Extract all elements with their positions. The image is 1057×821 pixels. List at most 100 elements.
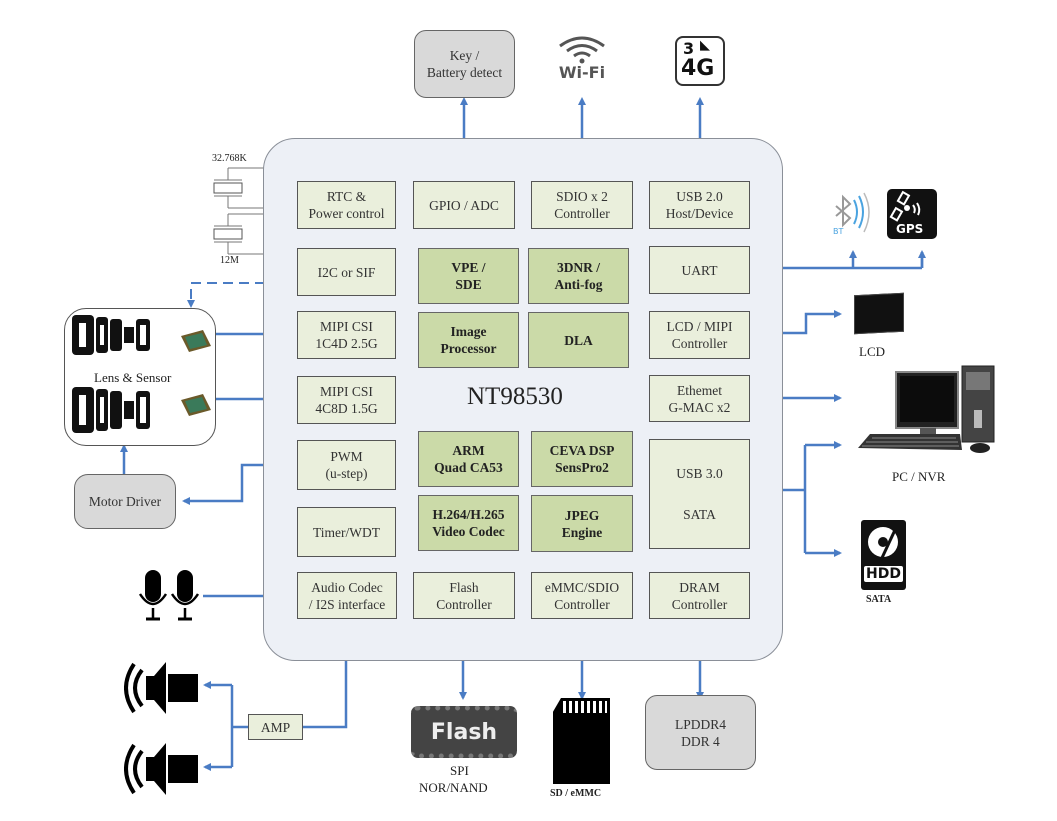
block-audio-line2: / I2S interface bbox=[308, 596, 386, 612]
hdd-icon-text: HDD bbox=[864, 566, 903, 582]
key-line1: Key / bbox=[449, 48, 480, 63]
block-csi1-line2: 1C4D 2.5G bbox=[315, 336, 378, 351]
4g-icon-signal: ◣ bbox=[700, 38, 710, 53]
sd-emmc-label: SD / eMMC bbox=[550, 788, 602, 799]
block-audio: Audio Codec/ I2S interface bbox=[297, 572, 397, 619]
block-vpe-line1: VPE / bbox=[451, 260, 486, 275]
block-lcd-line1: LCD / MIPI bbox=[666, 319, 733, 334]
microphone-icon bbox=[138, 570, 200, 621]
image-sensor-icon-2 bbox=[181, 394, 211, 416]
block-emmc-line1: eMMC/SDIO bbox=[544, 579, 620, 595]
block-dsp-line1: CEVA DSP bbox=[549, 443, 615, 458]
ddr-line2: DDR 4 bbox=[681, 733, 720, 749]
block-uart: UART bbox=[649, 246, 750, 294]
ddr-line1: LPDDR4 bbox=[674, 716, 726, 732]
block-gpio: GPIO / ADC bbox=[413, 181, 515, 229]
4g-icon-4g: 4G bbox=[681, 56, 715, 81]
block-pwm-line2: (u-step) bbox=[325, 466, 368, 481]
block-uart-line1: UART bbox=[681, 262, 718, 278]
block-usb2-line1: USB 2.0 bbox=[676, 189, 723, 204]
flash-chip-text: Flash bbox=[430, 719, 498, 745]
block-rtc-line2: Power control bbox=[308, 206, 385, 221]
block-i2c-line1: I2C or SIF bbox=[317, 264, 376, 280]
lens-sensor-label: Lens & Sensor bbox=[94, 370, 172, 385]
block-arm-line1: ARM bbox=[452, 443, 485, 458]
block-csi1-line1: MIPI CSI bbox=[320, 319, 373, 334]
block-dla-line1: DLA bbox=[564, 332, 593, 348]
hdd-icon: HDD bbox=[861, 520, 906, 590]
block-audio-line1: Audio Codec bbox=[311, 579, 383, 595]
block-pwm-line1: PWM bbox=[330, 449, 363, 464]
block-vpe: VPE / SDE bbox=[418, 248, 519, 304]
crystal-12m-label: 12M bbox=[220, 255, 239, 266]
block-isp-line1: Image bbox=[450, 324, 487, 339]
block-codec-line1: H.264/H.265 bbox=[432, 507, 505, 522]
lcd-label: LCD bbox=[859, 344, 885, 359]
block-eth-line1: Ethemet bbox=[677, 382, 722, 398]
block-dram-line1: DRAM bbox=[679, 579, 720, 595]
motor-driver-box: Motor Driver bbox=[74, 474, 176, 529]
block-3dnr: 3DNR / Anti-fog bbox=[528, 248, 629, 304]
gps-icon: GPS bbox=[887, 189, 937, 239]
4g-icon: 3 ◣ 4G bbox=[675, 36, 725, 86]
block-flashc-line1: Flash bbox=[449, 579, 479, 595]
block-eth-line2: G-MAC x2 bbox=[668, 399, 731, 415]
block-3dnr-line2: Anti-fog bbox=[554, 277, 603, 292]
block-dsp-line2: SensPro2 bbox=[555, 460, 609, 475]
block-3dnr-line1: 3DNR / bbox=[556, 260, 601, 275]
flash-chip-icon: Flash bbox=[411, 706, 517, 758]
sd-card-contacts bbox=[563, 701, 607, 713]
block-arm-line2: Quad CA53 bbox=[434, 460, 503, 475]
hdd-sata-label: SATA bbox=[866, 594, 892, 605]
key-battery-box: Key /Battery detect bbox=[414, 30, 515, 98]
flash-type-label: NOR/NAND bbox=[419, 780, 488, 795]
camera-lens-icon-1 bbox=[72, 315, 150, 355]
hdd-platter-glyph bbox=[868, 527, 898, 561]
block-i2c: I2C or SIF bbox=[297, 248, 396, 296]
speaker-icon-2 bbox=[124, 743, 198, 795]
pc-nvr-icon bbox=[858, 365, 995, 453]
gps-label: GPS bbox=[896, 222, 924, 236]
amp-label: AMP bbox=[260, 719, 291, 735]
block-rtc-line1: RTC & bbox=[326, 189, 367, 204]
amp-box: AMP bbox=[248, 714, 303, 740]
block-codec-line2: Video Codec bbox=[432, 524, 505, 539]
pc-nvr-label: PC / NVR bbox=[892, 469, 946, 484]
lcd-monitor-icon bbox=[854, 292, 904, 335]
block-timer: Timer/WDT bbox=[297, 507, 396, 557]
block-dla: DLA bbox=[528, 312, 629, 368]
speaker-icon-1 bbox=[124, 662, 198, 714]
sd-card-icon bbox=[553, 698, 610, 784]
image-sensor-icon-1 bbox=[181, 330, 211, 352]
block-lcd: LCD / MIPI Controller bbox=[649, 311, 750, 359]
block-isp-line2: Processor bbox=[440, 341, 497, 356]
bluetooth-icon bbox=[835, 192, 870, 233]
motor-driver-label: Motor Driver bbox=[88, 494, 162, 509]
block-vpe-line2: SDE bbox=[455, 277, 482, 292]
block-usb3-line2: SATA bbox=[683, 507, 716, 523]
block-usb2-line2: Host/Device bbox=[665, 206, 734, 221]
camera-lens-icon-2 bbox=[72, 387, 150, 433]
bt-label: BT bbox=[833, 227, 844, 236]
block-lcd-line2: Controller bbox=[671, 336, 728, 351]
block-csi1: MIPI CSI 1C4D 2.5G bbox=[297, 311, 396, 359]
block-emmc-line2: Controller bbox=[554, 596, 610, 612]
block-dsp: CEVA DSP SensPro2 bbox=[531, 431, 633, 487]
block-csi2-line1: MIPI CSI bbox=[320, 384, 373, 399]
flash-spi-label: SPI bbox=[450, 763, 469, 778]
crystal-32k bbox=[213, 182, 243, 194]
wifi-label: Wi-Fi bbox=[558, 63, 606, 82]
block-gpio-line1: GPIO / ADC bbox=[429, 197, 499, 213]
block-rtc: RTC & Power control bbox=[297, 181, 396, 229]
block-sdio-line2: Controller bbox=[554, 206, 610, 221]
